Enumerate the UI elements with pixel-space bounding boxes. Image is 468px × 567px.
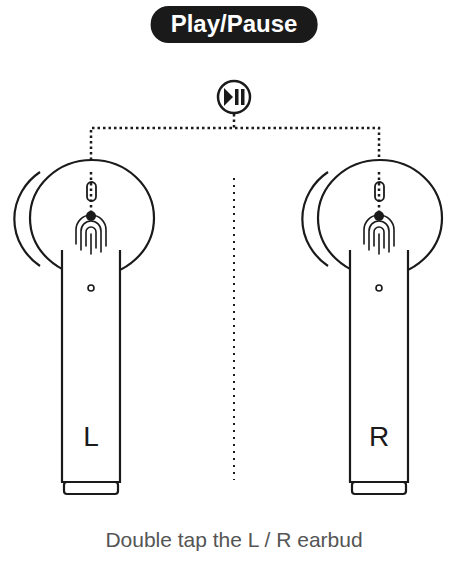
earbud-node: R xyxy=(350,160,408,495)
caption: Double tap the L / R earbud xyxy=(0,528,468,552)
divider-line xyxy=(233,178,235,480)
left-earbud xyxy=(14,160,154,494)
side-letter: R xyxy=(350,421,408,453)
title-pill: Play/Pause xyxy=(151,6,318,43)
dotted-connector xyxy=(91,128,379,160)
right-earbud xyxy=(302,160,442,494)
earbud-node: L xyxy=(62,160,120,495)
side-letter: L xyxy=(62,421,120,453)
play-pause-icon xyxy=(218,81,250,128)
